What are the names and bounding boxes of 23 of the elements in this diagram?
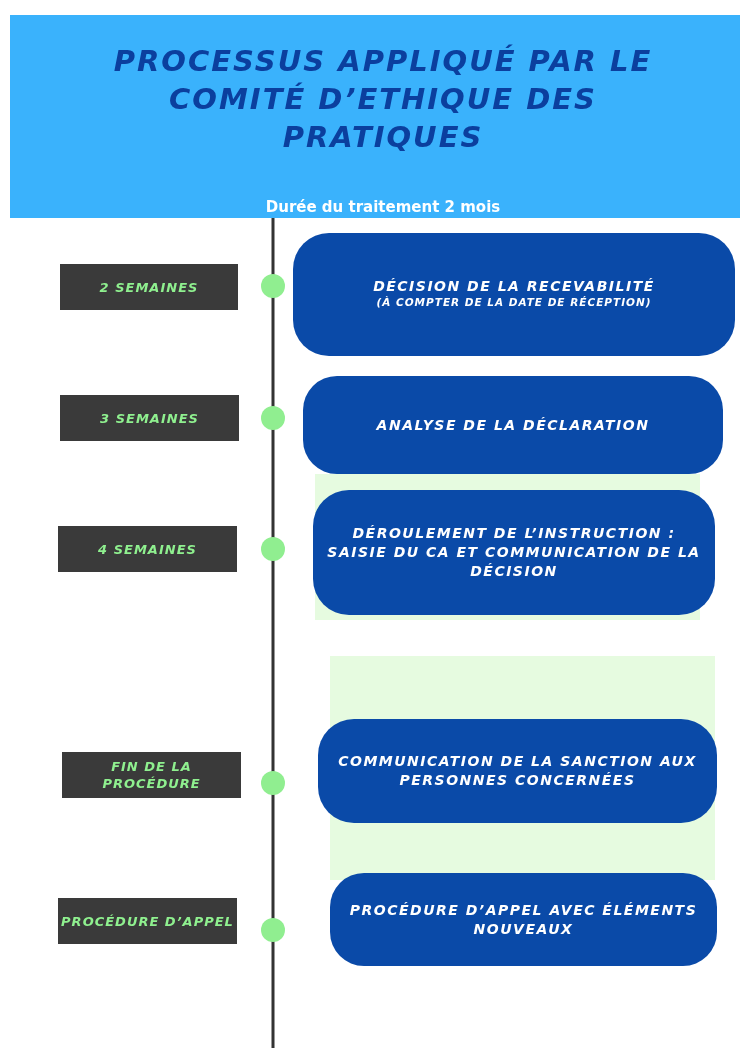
- step-box: [330, 873, 717, 966]
- step-label: ANALYSE DE LA DÉCLARATION: [376, 415, 650, 435]
- duration-tag: [58, 898, 237, 944]
- duration-tag: [58, 526, 237, 572]
- title: PROCESSUS APPLIQUÉ PAR LE COMITÉ D’ETHIQUE DES PRATIQUES: [112, 43, 654, 156]
- step-box: [293, 233, 735, 356]
- duration-tag: [60, 395, 239, 441]
- duration-label: PROCÉDURE D’APPEL: [61, 912, 234, 930]
- duration-label: 2 SEMAINES: [99, 278, 199, 296]
- duration-label: 3 SEMAINES: [100, 409, 199, 427]
- step-label: COMMUNICATION DE LA SANCTION AUX PERSONNES CONCERNÉES: [337, 752, 698, 790]
- step-note: (À COMPTER DE LA DATE DE RÉCEPTION): [376, 296, 652, 309]
- subtitle: Durée du traitement 2 mois: [264, 198, 502, 216]
- step-box: [318, 719, 717, 823]
- duration-label: FIN DE LA PROCÉDURE: [101, 758, 202, 792]
- duration-label: 4 SEMAINES: [98, 540, 197, 558]
- step-box: [313, 490, 715, 615]
- step-label: PROCÉDURE D’APPEL AVEC ÉLÉMENTS NOUVEAUX: [348, 900, 699, 939]
- duration-tag: [62, 752, 241, 798]
- duration-tag: [60, 264, 238, 310]
- step-box: [303, 376, 723, 474]
- step-label: DÉCISION DE LA RECEVABILITÉ: [373, 277, 655, 296]
- step-label: DÉROULEMENT DE L’INSTRUCTION : SAISIE DU CA ET COMMUNICATION DE LA DÉCISION: [327, 524, 701, 581]
